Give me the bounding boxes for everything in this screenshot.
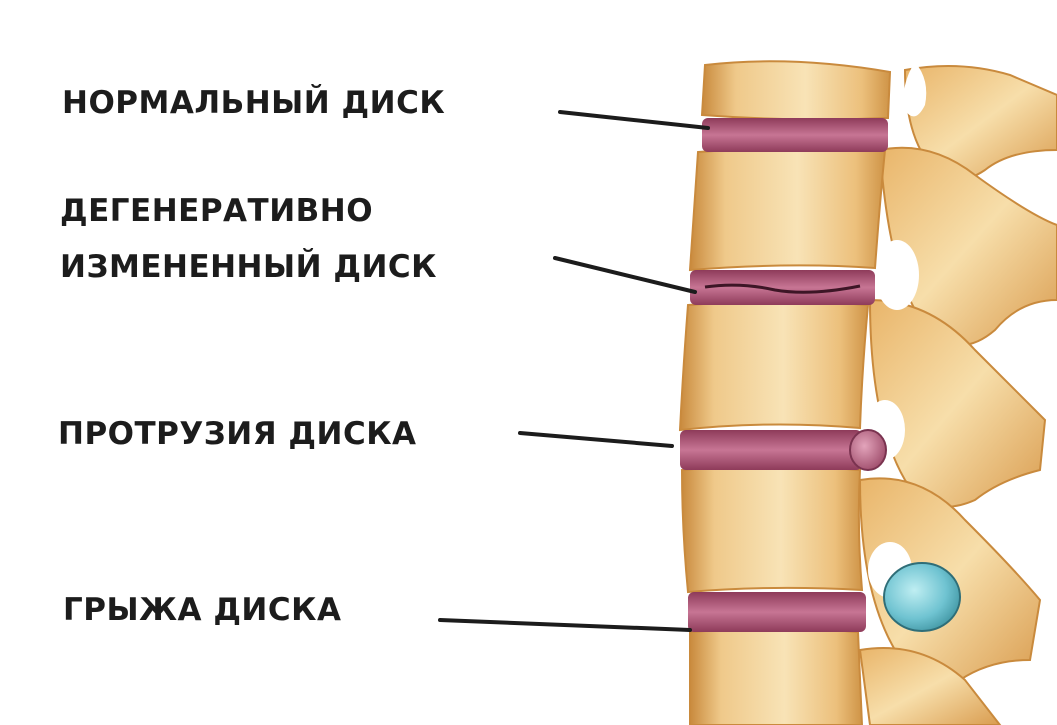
label-hernia: ГРЫЖА ДИСКА (63, 592, 342, 628)
label-degenerative-line2: ИЗМЕНЕННЫЙ ДИСК (60, 249, 438, 285)
leader-hernia (438, 618, 692, 632)
label-normal-disc: НОРМАЛЬНЫЙ ДИСК (62, 85, 446, 121)
label-protrusion: ПРОТРУЗИЯ ДИСКА (58, 416, 417, 452)
leader-lines (438, 110, 710, 632)
vertebral-bodies (678, 60, 892, 725)
disc-protrusion (680, 429, 887, 471)
leader-protrusion (518, 431, 674, 448)
leader-degenerative (553, 256, 697, 294)
leader-normal (558, 110, 710, 130)
intervertebral-discs (680, 118, 961, 632)
label-degenerative-line1: ДЕГЕНЕРАТИВНО (60, 193, 374, 229)
disc-degenerative (690, 270, 875, 305)
disc-normal (702, 118, 888, 152)
spinous-processes (858, 62, 1057, 725)
disc-hernia (688, 562, 961, 632)
